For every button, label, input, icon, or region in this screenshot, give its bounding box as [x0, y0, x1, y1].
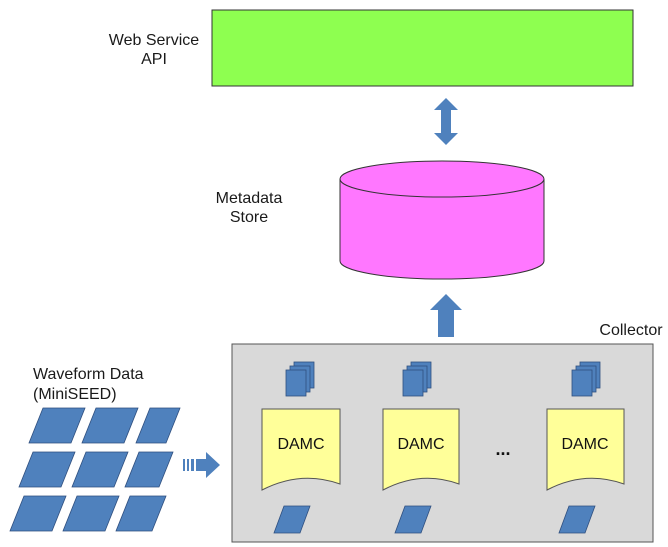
damc-document-2 [382, 408, 460, 491]
damc-document-3 [546, 408, 625, 491]
metadata-label-line1: Metadata [216, 190, 283, 207]
stacked-pages-icon [571, 361, 601, 397]
double-arrow-icon [434, 98, 458, 145]
metadata-store-cylinder [339, 160, 545, 280]
stacked-pages-icon [285, 361, 315, 397]
web-service-label-line2: API [141, 51, 167, 68]
web-service-api-box [211, 9, 634, 87]
metadata-label-line2: Store [230, 209, 268, 226]
output-tile-icon [558, 505, 596, 534]
collector-label: Collector [599, 322, 663, 339]
waveform-label-line2: (MiniSEED) [33, 386, 117, 403]
damc-document-1 [261, 408, 341, 491]
damc-label: DAMC [277, 436, 324, 453]
waveform-label-line1: Waveform Data [33, 366, 144, 383]
web-service-label-line1: Web Service [109, 32, 200, 49]
ellipsis: ... [495, 439, 510, 459]
damc-label: DAMC [561, 436, 608, 453]
up-arrow-icon [430, 294, 462, 337]
striped-right-arrow-icon [183, 452, 220, 478]
waveform-tile-grid [9, 407, 181, 532]
damc-label: DAMC [397, 436, 444, 453]
output-tile-icon [273, 505, 311, 534]
stacked-pages-icon [402, 361, 432, 397]
output-tile-icon [394, 505, 432, 534]
